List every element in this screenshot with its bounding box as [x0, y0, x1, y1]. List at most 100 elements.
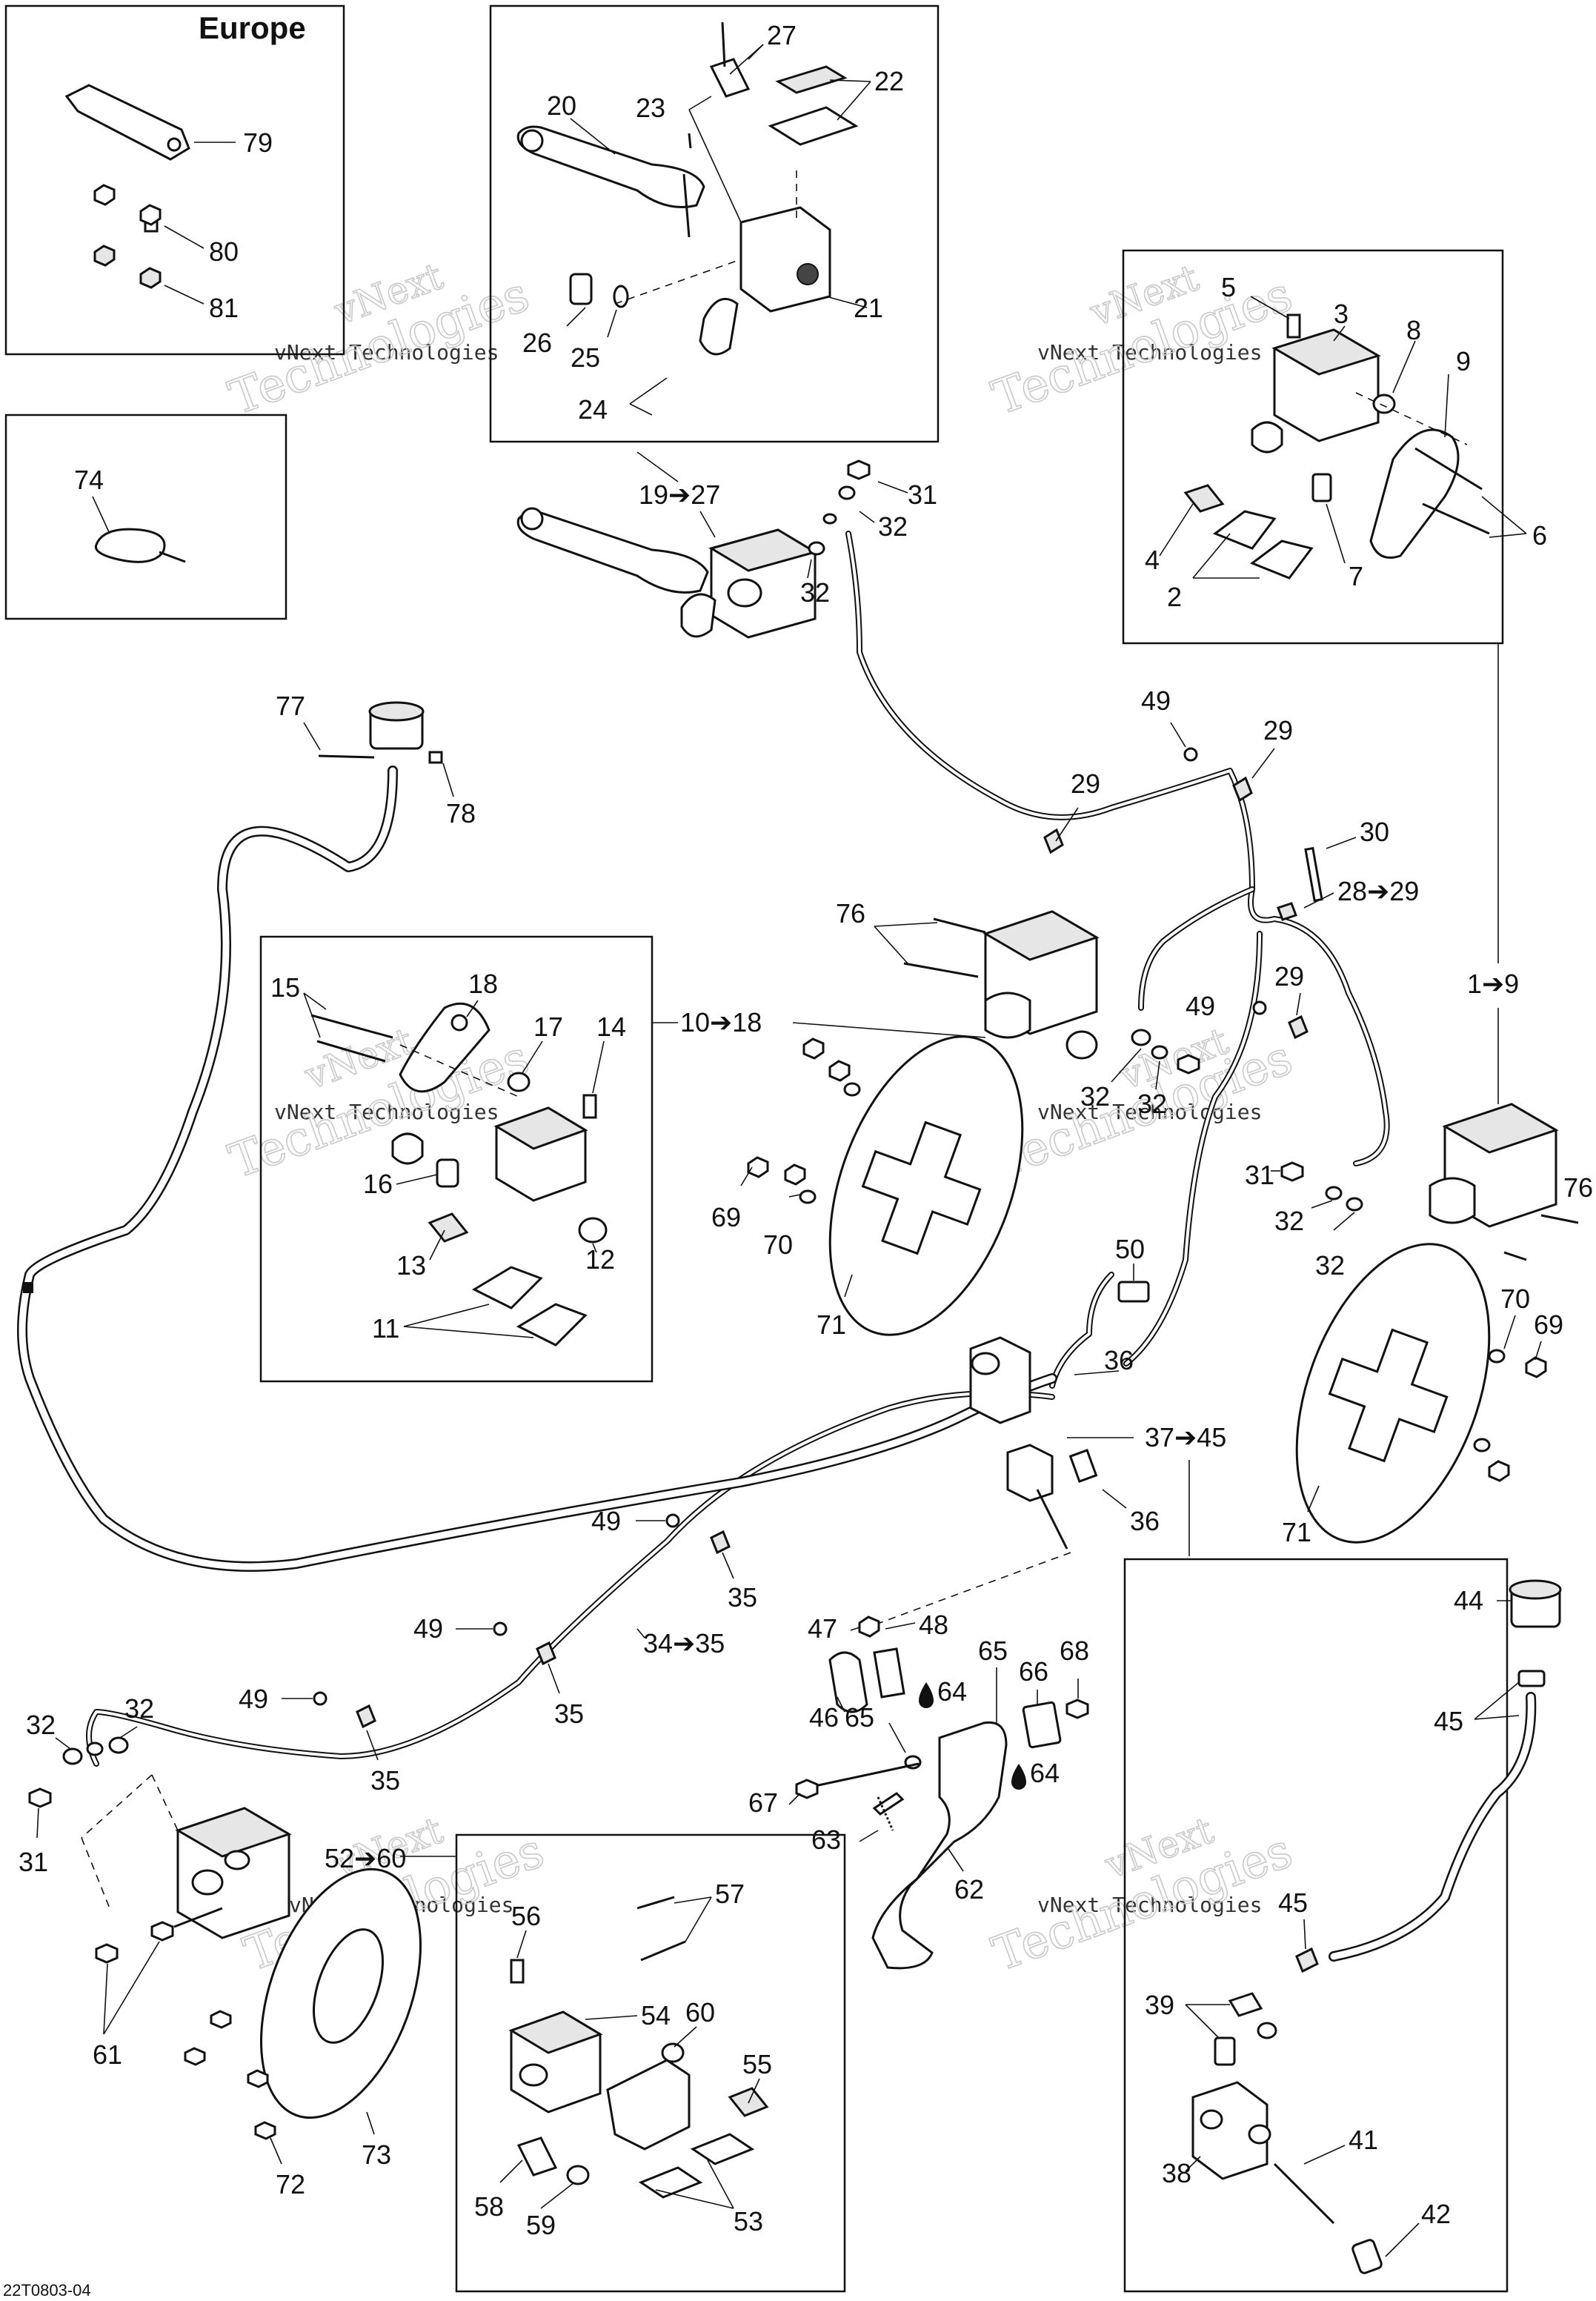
bolt-80: [93, 184, 162, 233]
callout-30: 30: [1360, 817, 1389, 847]
callout-38: 38: [1162, 2158, 1191, 2188]
callout-76: 76: [836, 898, 865, 929]
callout-2: 2: [1167, 582, 1182, 612]
line-clips-rear: 49 35 49 34➔35 35 49 35: [239, 1506, 757, 1796]
callout-78: 78: [446, 798, 476, 829]
callout-32: 32: [1080, 1081, 1110, 1112]
callout-35: 35: [728, 1582, 757, 1613]
callout-31: 31: [908, 479, 937, 510]
callout-32: 32: [1315, 1250, 1345, 1281]
callout-66: 66: [1019, 1656, 1048, 1687]
callout-22: 22: [874, 66, 904, 96]
master-cylinder-inset-box: [489, 4, 940, 443]
callout-64: 64: [1030, 1758, 1060, 1788]
callout-44: 44: [1454, 1585, 1483, 1616]
callout-65: 65: [978, 1636, 1008, 1666]
callout-68: 68: [1060, 1636, 1089, 1666]
callout-49: 49: [1141, 685, 1171, 716]
callout-72: 72: [276, 2169, 305, 2199]
callout-61: 61: [93, 2039, 122, 2070]
switch-27: [709, 58, 751, 98]
callout-29: 29: [1071, 768, 1100, 799]
return-hose: [17, 766, 1057, 1572]
callout-32: 32: [878, 511, 908, 542]
callout-32: 32: [1274, 1206, 1304, 1236]
bracket-79: [64, 84, 190, 161]
clamp-24: [699, 297, 739, 356]
callout-6: 6: [1532, 520, 1547, 551]
front-right-caliper-inset-parts: 5 3 8 9 4 2 7 6: [1145, 272, 1547, 612]
front-left-caliper: 76 10➔18 32 32: [652, 898, 1200, 1119]
callout-35: 35: [554, 1699, 584, 1729]
callout-25: 25: [571, 342, 600, 373]
callout-36: 36: [1130, 1506, 1160, 1536]
front-left-caliper-inset-box: [259, 935, 654, 1383]
lever-20: [516, 125, 705, 208]
callout-32: 32: [800, 577, 830, 608]
callout-69: 69: [1534, 1309, 1563, 1340]
callout-35: 35: [370, 1765, 400, 1796]
watermark-text: vNext Technologies: [1037, 1100, 1262, 1124]
callout-81: 81: [209, 293, 239, 323]
rear-master-cylinder-inset-parts: 44 45 45 39 38 41 42: [1145, 1579, 1562, 2274]
callout-29: 29: [1263, 715, 1293, 746]
callout-9: 9: [1456, 346, 1471, 376]
callout-20: 20: [547, 90, 576, 121]
callout-58: 58: [474, 2191, 504, 2222]
callout-52-60: 52➔60: [325, 1843, 406, 1873]
callout-23: 23: [636, 93, 665, 123]
callout-4: 4: [1145, 545, 1160, 575]
callout-80: 80: [209, 236, 239, 267]
watermark-text: vNext Technologies: [1037, 1893, 1262, 1917]
callout-32: 32: [124, 1693, 154, 1724]
callout-26: 26: [522, 328, 552, 358]
callout-67: 67: [748, 1787, 778, 1818]
callout-65: 65: [845, 1702, 874, 1733]
bracket-hole: [167, 137, 182, 152]
callout-34-35: 34➔35: [643, 1628, 725, 1658]
nut-81: [93, 245, 162, 289]
rear-brake-disc: 72 73: [184, 1867, 422, 2199]
callout-57: 57: [715, 1879, 745, 1909]
watermark-text: vNext Technologies: [274, 340, 499, 365]
callout-62: 62: [954, 1874, 984, 1905]
callout-29: 29: [1274, 961, 1304, 992]
callout-12: 12: [585, 1244, 615, 1275]
callout-56: 56: [511, 1901, 541, 1931]
watermark-text: vNext Technologies: [274, 1100, 499, 1124]
rear-caliper: 32 32 31 52➔60 61: [19, 1693, 456, 2070]
callout-50: 50: [1115, 1234, 1145, 1264]
callout-49: 49: [591, 1506, 621, 1536]
callout-10-18: 10➔18: [680, 1007, 762, 1037]
brake-pedal-assembly: 47 48 46 64 65 66 68 65 67 64 63 62: [748, 1610, 1089, 1970]
callout-13: 13: [396, 1250, 426, 1281]
master-cylinder-21: [739, 206, 831, 313]
callout-70: 70: [1500, 1284, 1530, 1314]
front-reservoir: 77 78: [276, 691, 476, 829]
callout-17: 17: [533, 1012, 563, 1042]
callout-59: 59: [526, 2210, 556, 2240]
callout-70: 70: [763, 1229, 793, 1260]
callout-79: 79: [243, 127, 273, 158]
clamp-inset-box: [4, 414, 287, 620]
callout-14: 14: [596, 1012, 626, 1042]
front-left-brake-disc: 69 70 71: [711, 1035, 1024, 1340]
brake-lines: [86, 531, 1390, 1767]
callout-28-29: 28➔29: [1337, 876, 1419, 906]
callout-15: 15: [270, 972, 300, 1003]
callout-71: 71: [1282, 1517, 1311, 1547]
callout-32: 32: [26, 1710, 56, 1740]
callout-49: 49: [1186, 991, 1215, 1021]
callout-64: 64: [937, 1676, 967, 1707]
callout-41: 41: [1349, 2125, 1378, 2155]
callout-24: 24: [578, 394, 608, 425]
callout-54: 54: [641, 2000, 671, 2031]
callout-47: 47: [808, 1613, 837, 1644]
callout-42: 42: [1421, 2199, 1451, 2229]
master-cylinder-inset-parts: 20 23 27 22 21 26 25 24: [516, 20, 904, 425]
inset-boxes: [4, 4, 1509, 2293]
callout-69: 69: [711, 1202, 741, 1232]
europe-inset-parts: 79 80 81: [64, 84, 273, 323]
rear-caliper-inset-parts: 56 57 54 60 55 58 59 53: [474, 1879, 772, 2240]
